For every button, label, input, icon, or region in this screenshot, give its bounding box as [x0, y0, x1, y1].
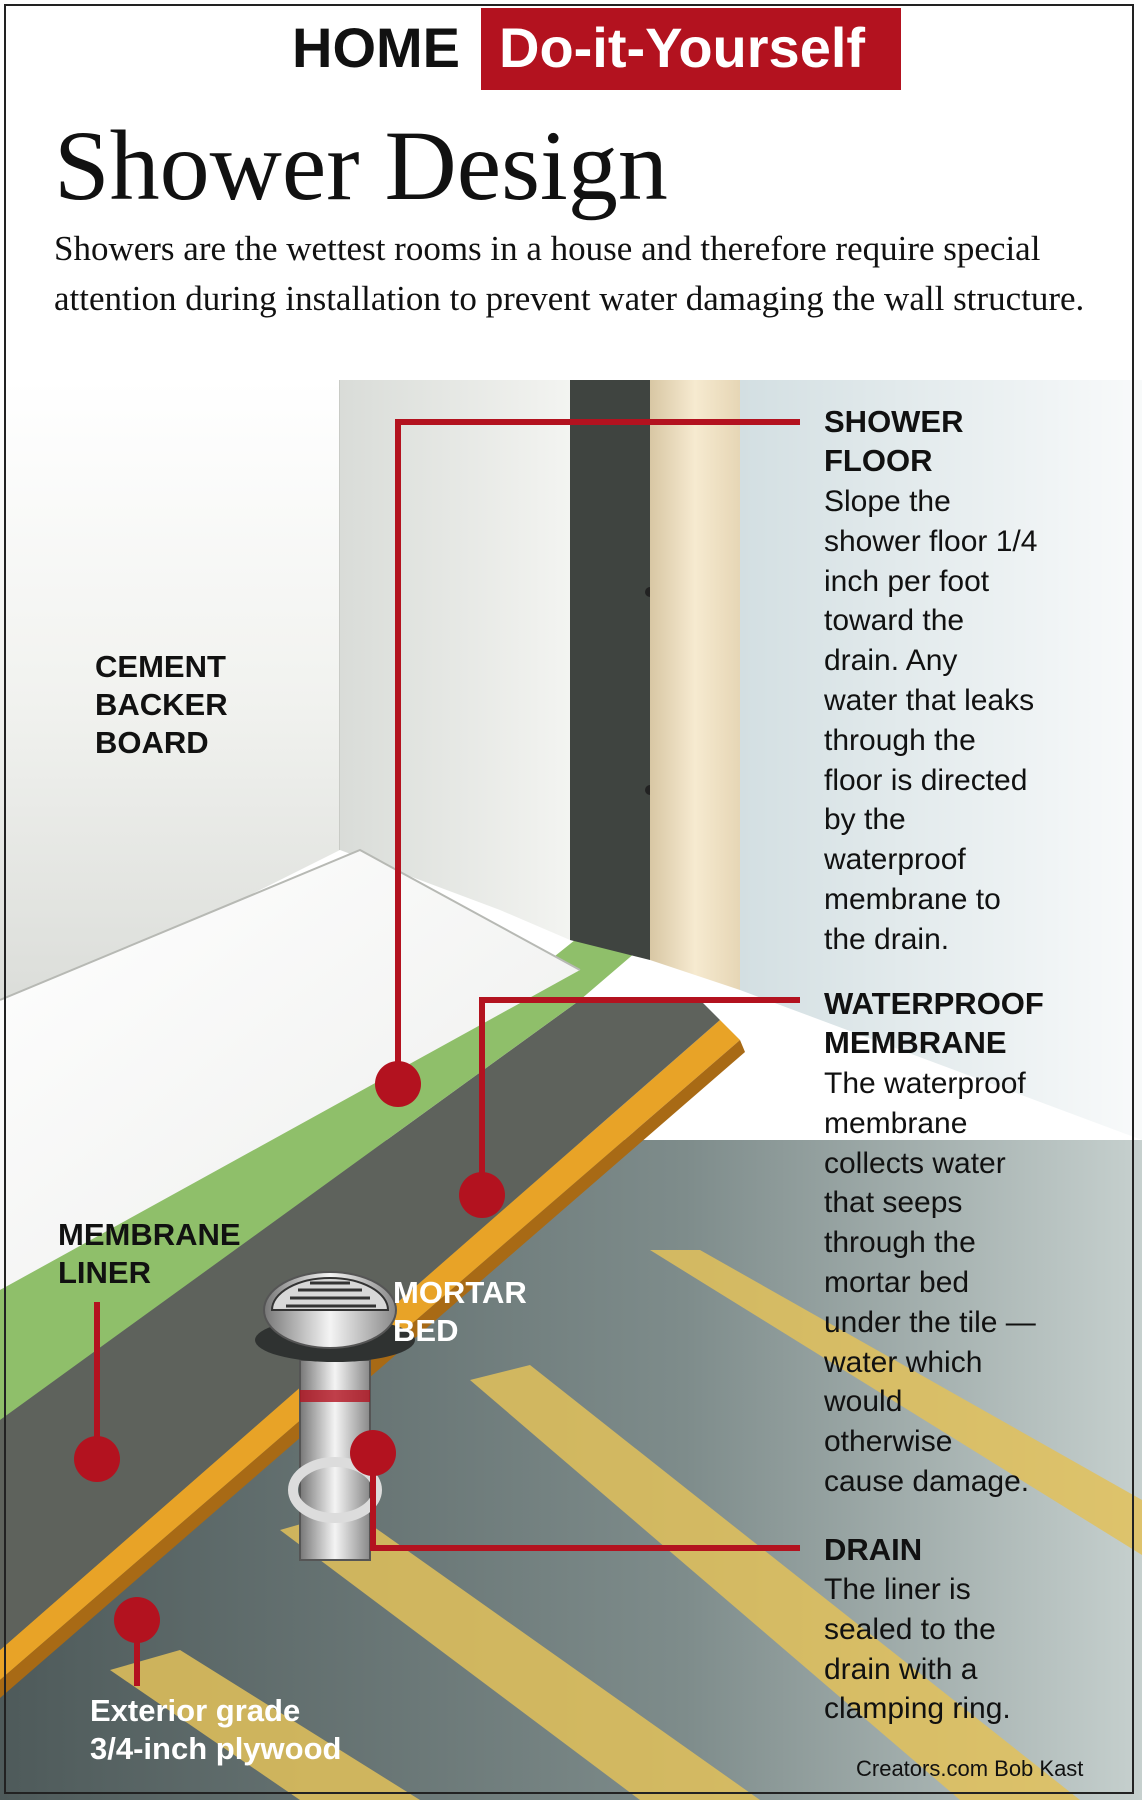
cement-backer-board-wall	[0, 380, 340, 1020]
label-mortar-bed: MORTAR BED	[393, 1275, 527, 1348]
drain	[255, 1271, 415, 1561]
credit-line: Creators.com Bob Kast	[856, 1756, 1084, 1781]
callout-dots	[74, 1061, 505, 1643]
label-cement-backer-board: CEMENT BACKER BOARD	[95, 649, 228, 760]
leader-shower-floor	[395, 419, 800, 1070]
shower-floor-edge	[0, 848, 581, 1001]
floor-joist	[110, 1650, 420, 1800]
callout-drain-title: DRAIN	[824, 1532, 923, 1567]
callout-drain-body: The liner is sealed to the drain with a …	[824, 1573, 1011, 1726]
dot-plywood	[114, 1597, 160, 1643]
intro-text: Showers are the wettest rooms in a house…	[54, 229, 1085, 318]
floor-joists	[110, 1250, 1142, 1800]
header-section: Do-it-Yourself	[499, 16, 866, 79]
header-badge-bg	[481, 8, 901, 90]
callout-waterproof-membrane-body: The waterproof membrane collects water t…	[824, 1067, 1036, 1498]
drain-grate	[270, 1277, 390, 1311]
drain-grate-slots	[286, 1281, 376, 1308]
shower-illustration	[0, 380, 1142, 1800]
shower-floor	[0, 850, 580, 1290]
dot-waterproof-membrane	[459, 1172, 505, 1218]
right-wall-glow	[740, 380, 1142, 1140]
dot-shower-floor	[375, 1061, 421, 1107]
wall-stud-dark	[570, 380, 650, 960]
page-title: Shower Design	[54, 110, 668, 221]
callout-waterproof-membrane-title: WATERPROOF MEMBRANE	[824, 986, 1044, 1060]
leader-waterproof-membrane	[479, 997, 800, 1185]
drain-pipe-opening	[288, 1457, 382, 1523]
drain-pipe-red	[300, 1390, 370, 1402]
label-plywood: Exterior grade 3/4-inch plywood	[90, 1693, 342, 1766]
floor-joist	[280, 1510, 760, 1800]
callout-shower-floor-title: SHOWER FLOOR	[824, 404, 964, 478]
callout-leaders	[94, 419, 800, 1686]
floor-joist	[650, 1250, 1142, 1555]
dot-drain	[350, 1430, 396, 1476]
label-membrane-liner: MEMBRANE LINER	[58, 1217, 241, 1290]
floor-joist	[470, 1365, 1080, 1800]
back-wall-panel	[340, 380, 570, 940]
header-home: HOME	[292, 16, 460, 79]
callout-shower-floor-body: Slope the shower floor 1/4 inch per foot…	[824, 485, 1038, 956]
header-badge	[481, 8, 901, 90]
leader-drain	[370, 1446, 800, 1551]
plywood-subfloor-edge	[0, 1040, 745, 1698]
dot-membrane-liner	[74, 1436, 120, 1482]
wall-stud	[650, 380, 740, 990]
membrane-liner	[0, 920, 650, 1420]
